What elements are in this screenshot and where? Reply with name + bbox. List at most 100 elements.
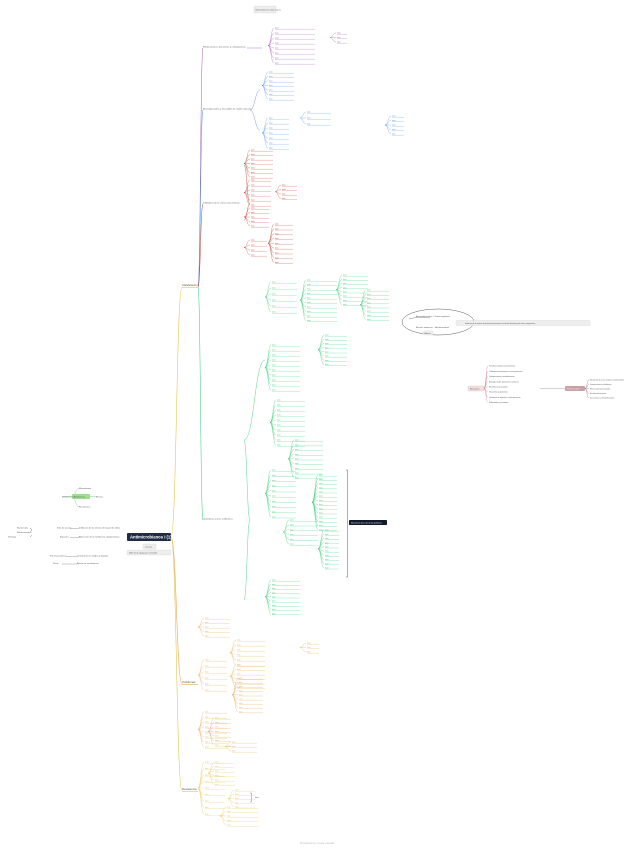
leaf-label: texto: [272, 299, 276, 302]
branch-label-2[interactable]: Problemas: [182, 680, 196, 684]
connector-line: [197, 729, 205, 748]
connector-line: [227, 794, 235, 799]
leaf-label: texto: [367, 297, 371, 300]
leaf-label: texto: [272, 287, 276, 290]
leaf-label: texto: [251, 189, 255, 192]
leaf-label: texto: [282, 188, 286, 191]
leaf-label: texto: [272, 359, 276, 362]
connector-line: [197, 674, 205, 691]
leaf-label: texto: [367, 301, 371, 304]
leaf-label: texto: [337, 36, 341, 39]
connector-line: [299, 642, 307, 648]
leaf-label: texto: [275, 42, 279, 45]
root-subtitle: Cerveza: [145, 546, 153, 549]
leaf-label: texto: [367, 318, 371, 321]
leaf-label: texto: [269, 89, 273, 92]
root-node[interactable]: [127, 533, 171, 541]
connector-line: [264, 349, 272, 368]
mid-left-1: Sitio de accion: [57, 527, 72, 530]
leaf-label: texto: [251, 239, 255, 242]
connector-line: [264, 493, 272, 517]
connector-line: [264, 596, 272, 614]
leaf-label: texto: [251, 167, 255, 170]
summary-right-node[interactable]: [565, 386, 585, 391]
connector-line: [243, 163, 251, 173]
leaf-label: texto: [275, 62, 279, 65]
leaf-label: texto: [275, 232, 279, 235]
connector-line: [269, 414, 277, 423]
summary-right-item: Usos clinicos y contraindicaciones: [590, 397, 614, 400]
leaf-label: texto: [205, 617, 209, 620]
callout-small-2: Efectos adversos - Nefrotoxicidad: [416, 326, 449, 329]
summary-right-item: Farmacocinetica y distribucion: [590, 383, 612, 386]
leaf-label: texto: [319, 516, 323, 519]
branch-label-1[interactable]: Clasificacion: [182, 283, 198, 287]
connector-line: [335, 289, 343, 305]
leaf-label: texto: [275, 37, 279, 40]
sub-branch-4[interactable]: Quinolonas y otros antibioticos: [203, 518, 234, 521]
leaf-label: texto: [392, 133, 396, 136]
leaf-label: texto: [307, 123, 311, 126]
summary-right-item: Mecanismo de accion y espectro antimicro…: [590, 379, 624, 382]
leaf-label: texto: [392, 128, 396, 131]
summary-left-node[interactable]: [467, 385, 485, 392]
summary-right-label: Puntos clave: [567, 388, 580, 391]
connector-line: [197, 203, 204, 288]
leaf-label: texto: [251, 207, 255, 210]
leaf-label: texto: [275, 237, 279, 240]
connector-line: [264, 480, 272, 494]
connector-line: [267, 37, 275, 46]
leaf-label: texto: [277, 424, 281, 427]
summary-right-item: Resistencia bacteriana: [590, 392, 606, 395]
leaf-label: texto: [337, 41, 341, 44]
connector-line: [207, 761, 215, 774]
leaf-label: texto: [307, 279, 311, 282]
mind-map-connectors: [29, 27, 590, 826]
leaf-label: texto: [269, 147, 273, 150]
left-item-4: Efectos: [96, 496, 104, 499]
leaf-label: texto: [272, 281, 276, 284]
sub-branch-3[interactable]: Inhibidores de la sintesis de proteinas: [203, 202, 241, 205]
left-center-node[interactable]: [72, 494, 90, 499]
leaf-label: texto: [272, 505, 276, 508]
connector-line: [384, 120, 392, 126]
leaf-label: texto: [215, 783, 219, 786]
leaf-label: texto: [277, 419, 281, 422]
leaf-label: texto: [237, 682, 241, 685]
leaf-label: texto: [205, 689, 209, 692]
leaf-label: texto: [319, 503, 323, 506]
leaf-label: texto: [272, 379, 276, 382]
connector-line: [243, 203, 251, 221]
leaf-label: texto: [307, 117, 311, 120]
leaf-label: texto: [269, 98, 273, 101]
top-note-text: Antimicrobianos de amplio espectro: [256, 9, 281, 12]
connector-line: [384, 124, 392, 130]
leaf-label: texto: [205, 726, 209, 729]
leaf-label: texto: [239, 702, 243, 705]
sub-branch-1[interactable]: Betalactamicos: penicilinas y cefalospor…: [203, 46, 247, 49]
leaf-label: texto: [272, 474, 276, 477]
summary-item: Sulfonamidas y trimetoprim: [489, 401, 509, 404]
summary-item: Quinolonas de segunda a cuarta generacio…: [489, 396, 520, 399]
leaf-label: texto: [272, 500, 276, 503]
leaf-label: texto: [272, 596, 276, 599]
leaf-label: texto: [272, 591, 276, 594]
branch-label-3[interactable]: Resistencia: [182, 787, 197, 791]
sub-branch-2[interactable]: Aminoglucosidos y macrolidos de amplio e…: [203, 108, 252, 111]
connector-line: [243, 239, 251, 248]
connector-line: [264, 493, 272, 512]
leaf-label: texto: [215, 770, 219, 773]
leaf-label: texto: [269, 80, 273, 83]
leaf-label: texto: [237, 664, 241, 667]
root-note: Material de apoyo para el estudio: [129, 552, 157, 555]
lower-right-2: Ajuste en insuficiencia: [77, 562, 99, 565]
connector-line: [335, 274, 343, 290]
summary-right-item: Efectos adversos principales: [590, 388, 610, 391]
connector-line: [229, 652, 237, 666]
leaf-label: texto: [272, 311, 276, 314]
leaf-label: texto: [205, 671, 209, 674]
connector-line: [207, 722, 215, 732]
connector-line: [261, 85, 269, 95]
leaf-label: texto: [319, 507, 323, 510]
leaf-label: texto: [367, 314, 371, 317]
